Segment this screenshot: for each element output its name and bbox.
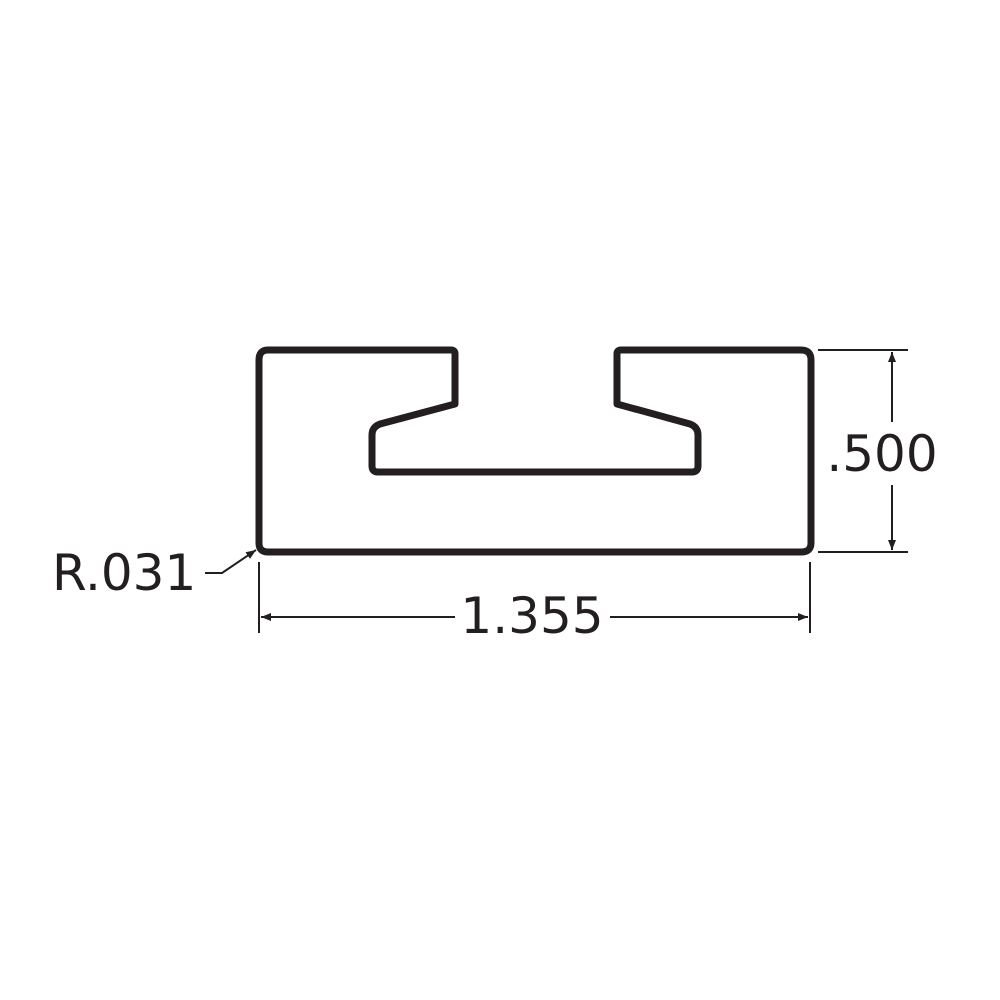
height-label: .500 <box>826 425 937 483</box>
width-label: 1.355 <box>460 587 603 645</box>
extrusion-profile <box>255 346 815 556</box>
radius-leader <box>205 549 257 574</box>
radius-label: R.031 <box>52 544 196 602</box>
